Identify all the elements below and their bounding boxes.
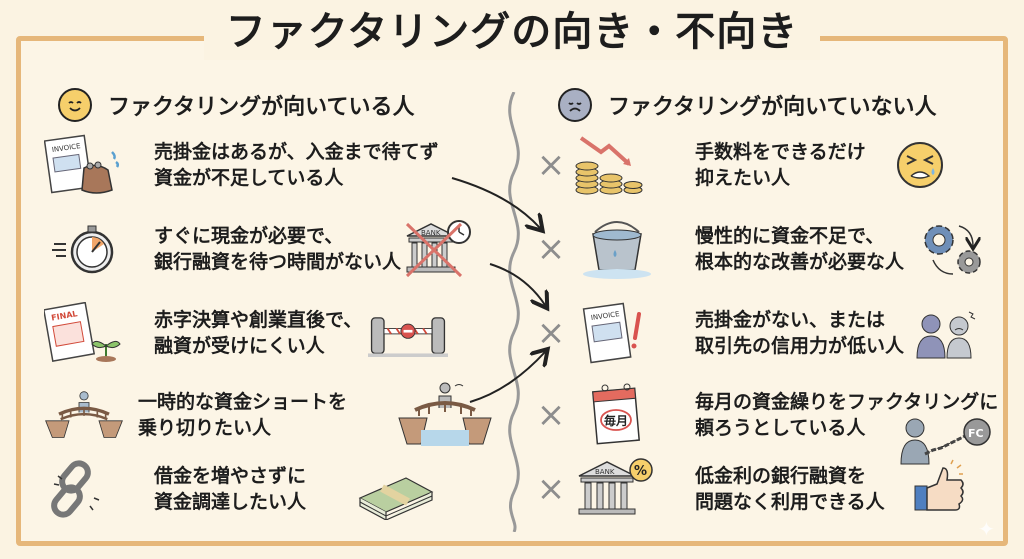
person-on-bridge-water-icon (397, 382, 493, 446)
invoice-and-purse-icon: INVOICE (44, 134, 124, 196)
item-line-2: 根本的な改善が必要な人 (695, 251, 905, 273)
monthly-calendar-icon: 毎月 (567, 383, 667, 446)
sad-face-icon (558, 88, 592, 122)
item-line-2: 頼ろうとしている人 (695, 417, 866, 439)
smiling-face-icon (58, 88, 92, 122)
gears-cycle-icon (912, 218, 992, 280)
suitable-item-2: すぐに現金が必要で、 銀行融資を待つ時間がない人 BANK (44, 218, 481, 280)
item-line-1: 手数料をできるだけ (695, 141, 866, 163)
cross-icon: × (536, 469, 566, 509)
sparkle-icon: ✦ (978, 517, 995, 541)
stopwatch-icon (44, 218, 124, 280)
item-line-1: 売掛金がない、または (695, 309, 886, 331)
broken-chain-icon (44, 458, 124, 520)
suitable-item-2-text: すぐに現金が必要で、 銀行融資を待つ時間がない人 (154, 223, 401, 275)
suitable-item-3-text: 赤字決算や創業直後で、 融資が受けにくい人 (154, 307, 362, 359)
unsuitable-item-2: × 慢性的に資金不足で、 根本的な改善が必要な人 (535, 218, 992, 280)
item-line-1: 毎月の資金繰りをファクタリングに (695, 391, 999, 413)
suitable-item-3: FINAL 赤字決算や創業直後で、 融資が受けにくい人 (44, 302, 449, 364)
suitable-item-5-text: 借金を増やさずに 資金調達したい人 (154, 463, 306, 515)
barrier-gate-icon (368, 302, 449, 364)
item-line-1: 低金利の銀行融資を (695, 465, 867, 487)
cross-icon: × (536, 145, 566, 185)
item-line-2: 取引先の信用力が低い人 (695, 335, 905, 357)
unsuitable-item-2-text: 慢性的に資金不足で、 根本的な改善が必要な人 (695, 223, 904, 275)
svg-text:INVOICE: INVOICE (590, 310, 620, 322)
unsuitable-column: ファクタリングが向いていない人 (540, 80, 1000, 130)
item-line-2: 乗り切りたい人 (138, 417, 272, 439)
item-line-1: 売掛金はあるが、入金まで待てず (154, 141, 439, 163)
suitable-item-4: 一時的な資金ショートを 乗り切りたい人 (44, 382, 493, 446)
suitable-heading: ファクタリングが向いている人 (40, 80, 510, 130)
item-line-1: 赤字決算や創業直後で、 (154, 309, 363, 331)
suitable-item-1: INVOICE 売掛金はあるが、入金まで待てず 資金が不足している人 (44, 134, 439, 196)
unsuitable-item-1-text: 手数料をできるだけ 抑えたい人 (695, 139, 866, 191)
item-line-2: 銀行融資を待つ時間がない人 (154, 251, 402, 273)
unsuitable-item-3: × INVOICE 売掛金がない、または 取引先の信用力が低い人 (535, 302, 984, 364)
item-line-2: 抑えたい人 (695, 167, 791, 189)
ball-and-chain-icon: FC (895, 412, 995, 472)
svg-text:毎月: 毎月 (604, 413, 628, 428)
suitable-column: ファクタリングが向いている人 (40, 80, 510, 130)
cross-icon: × (536, 229, 566, 269)
page-title: ファクタリングの向き・不向き (203, 4, 821, 60)
crossed-bank-clock-icon: BANK (401, 218, 481, 280)
svg-text:%: % (634, 464, 647, 479)
item-line-2: 問題なく利用できる人 (695, 491, 885, 513)
cash-stack-icon (356, 458, 436, 520)
item-line-1: 慢性的に資金不足で、 (695, 225, 885, 247)
falling-coins-icon (567, 134, 667, 196)
wavy-divider (508, 92, 520, 532)
invoice-warning-icon: INVOICE (567, 302, 667, 364)
item-line-1: すぐに現金が必要で、 (154, 225, 344, 247)
item-line-2: 資金調達したい人 (154, 491, 307, 513)
item-line-2: 融資が受けにくい人 (154, 335, 325, 357)
svg-text:BANK: BANK (595, 468, 615, 476)
title-area: ファクタリングの向き・不向き (0, 4, 1024, 60)
svg-text:FC: FC (968, 427, 984, 440)
suitable-item-1-text: 売掛金はあるが、入金まで待てず 資金が不足している人 (154, 139, 439, 191)
worried-people-icon (904, 302, 984, 364)
unsuitable-item-5-text: 低金利の銀行融資を 問題なく利用できる人 (695, 463, 885, 515)
person-on-bridge-icon (44, 384, 124, 446)
suitable-item-5: 借金を増やさずに 資金調達したい人 (44, 458, 436, 520)
crying-face-icon (880, 134, 960, 196)
final-report-sprout-icon: FINAL (44, 302, 124, 364)
unsuitable-item-5: × BANK % 低金利の銀行融資を 問題なく利用できる人 (535, 458, 981, 520)
unsuitable-item-4: × 毎月 毎月の資金繰りをファクタリングに 頼ろうとしている人 (535, 383, 998, 446)
suitable-heading-label: ファクタリングが向いている人 (102, 89, 431, 127)
cross-icon: × (536, 313, 566, 353)
item-line-2: 資金が不足している人 (154, 167, 344, 189)
leaking-bucket-icon (567, 218, 667, 280)
suitable-item-4-text: 一時的な資金ショートを 乗り切りたい人 (138, 389, 347, 441)
svg-text:BANK: BANK (421, 229, 441, 237)
item-line-1: 借金を増やさずに (154, 465, 307, 487)
bank-percent-icon: BANK % (567, 458, 667, 520)
unsuitable-item-3-text: 売掛金がない、または 取引先の信用力が低い人 (695, 307, 904, 359)
unsuitable-item-4-text: 毎月の資金繰りをファクタリングに 頼ろうとしている人 (695, 389, 998, 441)
unsuitable-heading: ファクタリングが向いていない人 (540, 80, 1000, 130)
unsuitable-heading-label: ファクタリングが向いていない人 (602, 89, 953, 127)
svg-text:INVOICE: INVOICE (51, 142, 81, 154)
thumbs-up-icon (901, 458, 981, 520)
unsuitable-item-1: × 手数料をできるだけ 抑えたい人 (535, 134, 960, 196)
cross-icon: × (536, 395, 566, 435)
item-line-1: 一時的な資金ショートを (138, 391, 348, 413)
